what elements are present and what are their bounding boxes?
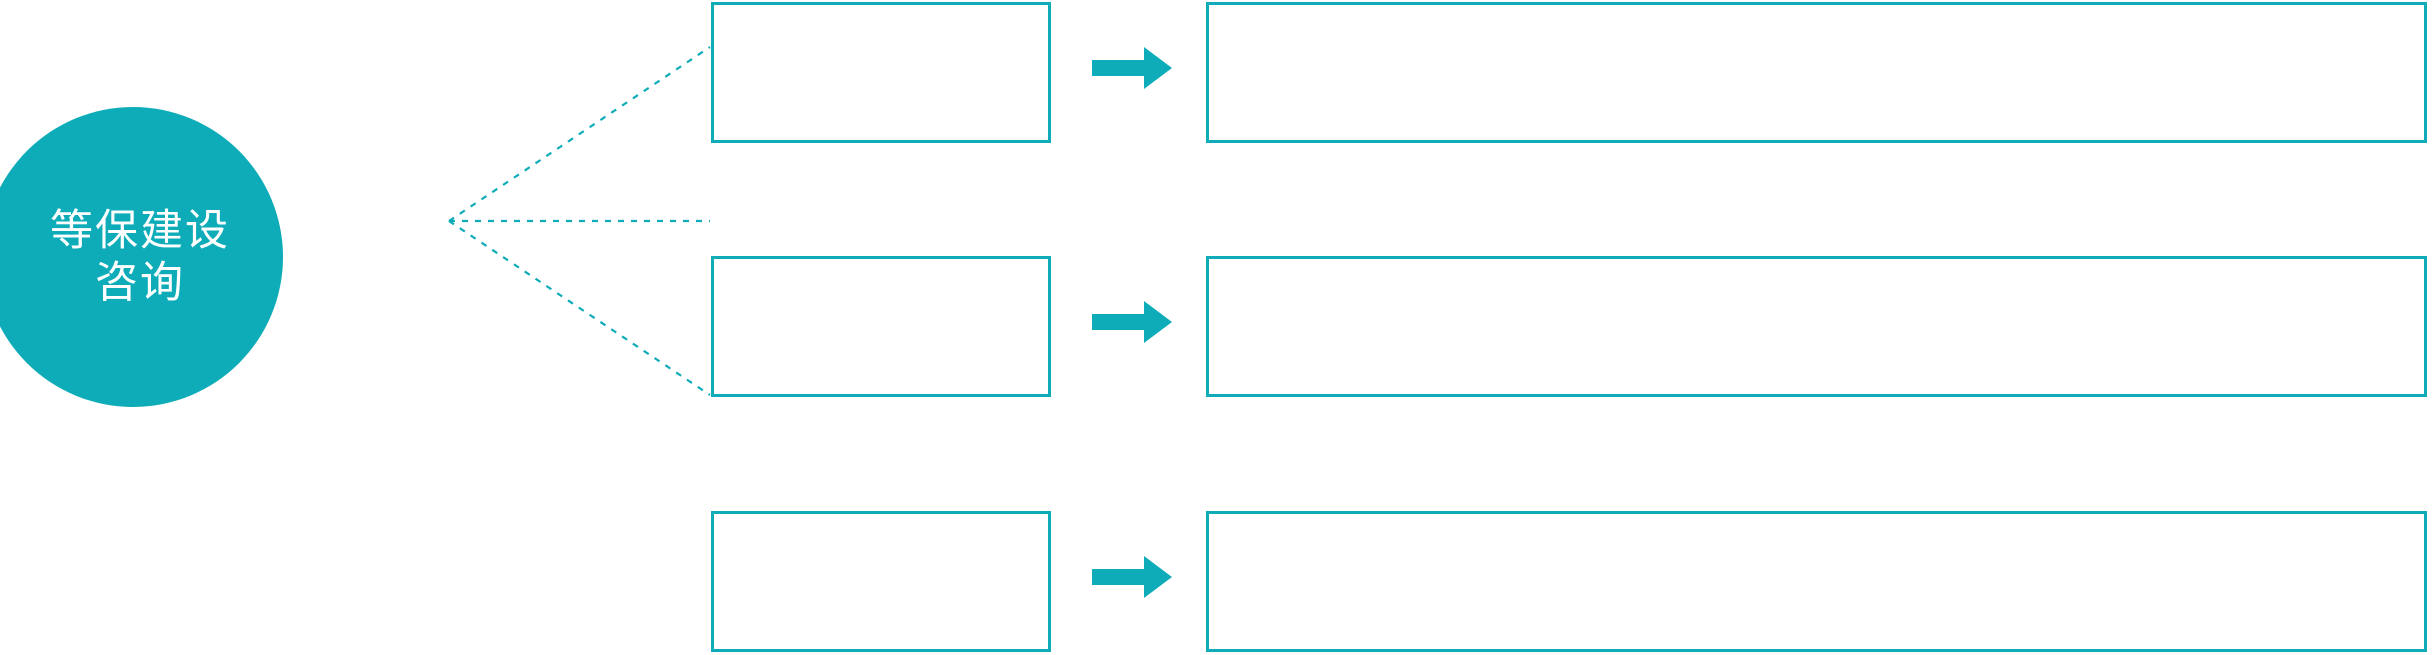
detail-box-1-label (1209, 5, 2424, 25)
connector-branch-1 (448, 46, 711, 222)
detail-box-3-label (1209, 514, 2424, 534)
right-arrow-icon (1092, 556, 1172, 598)
stage-box-2[interactable] (711, 256, 1051, 397)
stage-box-1-label (714, 5, 1048, 25)
stage-box-2-label (714, 259, 1048, 279)
right-arrow-icon (1092, 47, 1172, 89)
hub-circle: 等保建设 咨询 (0, 107, 283, 407)
stage-box-1[interactable] (711, 2, 1051, 143)
right-arrow-icon (1092, 301, 1172, 343)
connector-branch-3 (448, 220, 711, 396)
stage-box-3[interactable] (711, 511, 1051, 652)
hub-title-line-1: 等保建设 (50, 206, 230, 255)
detail-box-1[interactable] (1206, 2, 2427, 143)
hub-title-line-2: 咨询 (95, 259, 185, 307)
detail-box-3[interactable] (1206, 511, 2427, 652)
stage-box-3-label (714, 514, 1048, 534)
detail-box-2-label (1209, 259, 2424, 279)
detail-box-2[interactable] (1206, 256, 2427, 397)
